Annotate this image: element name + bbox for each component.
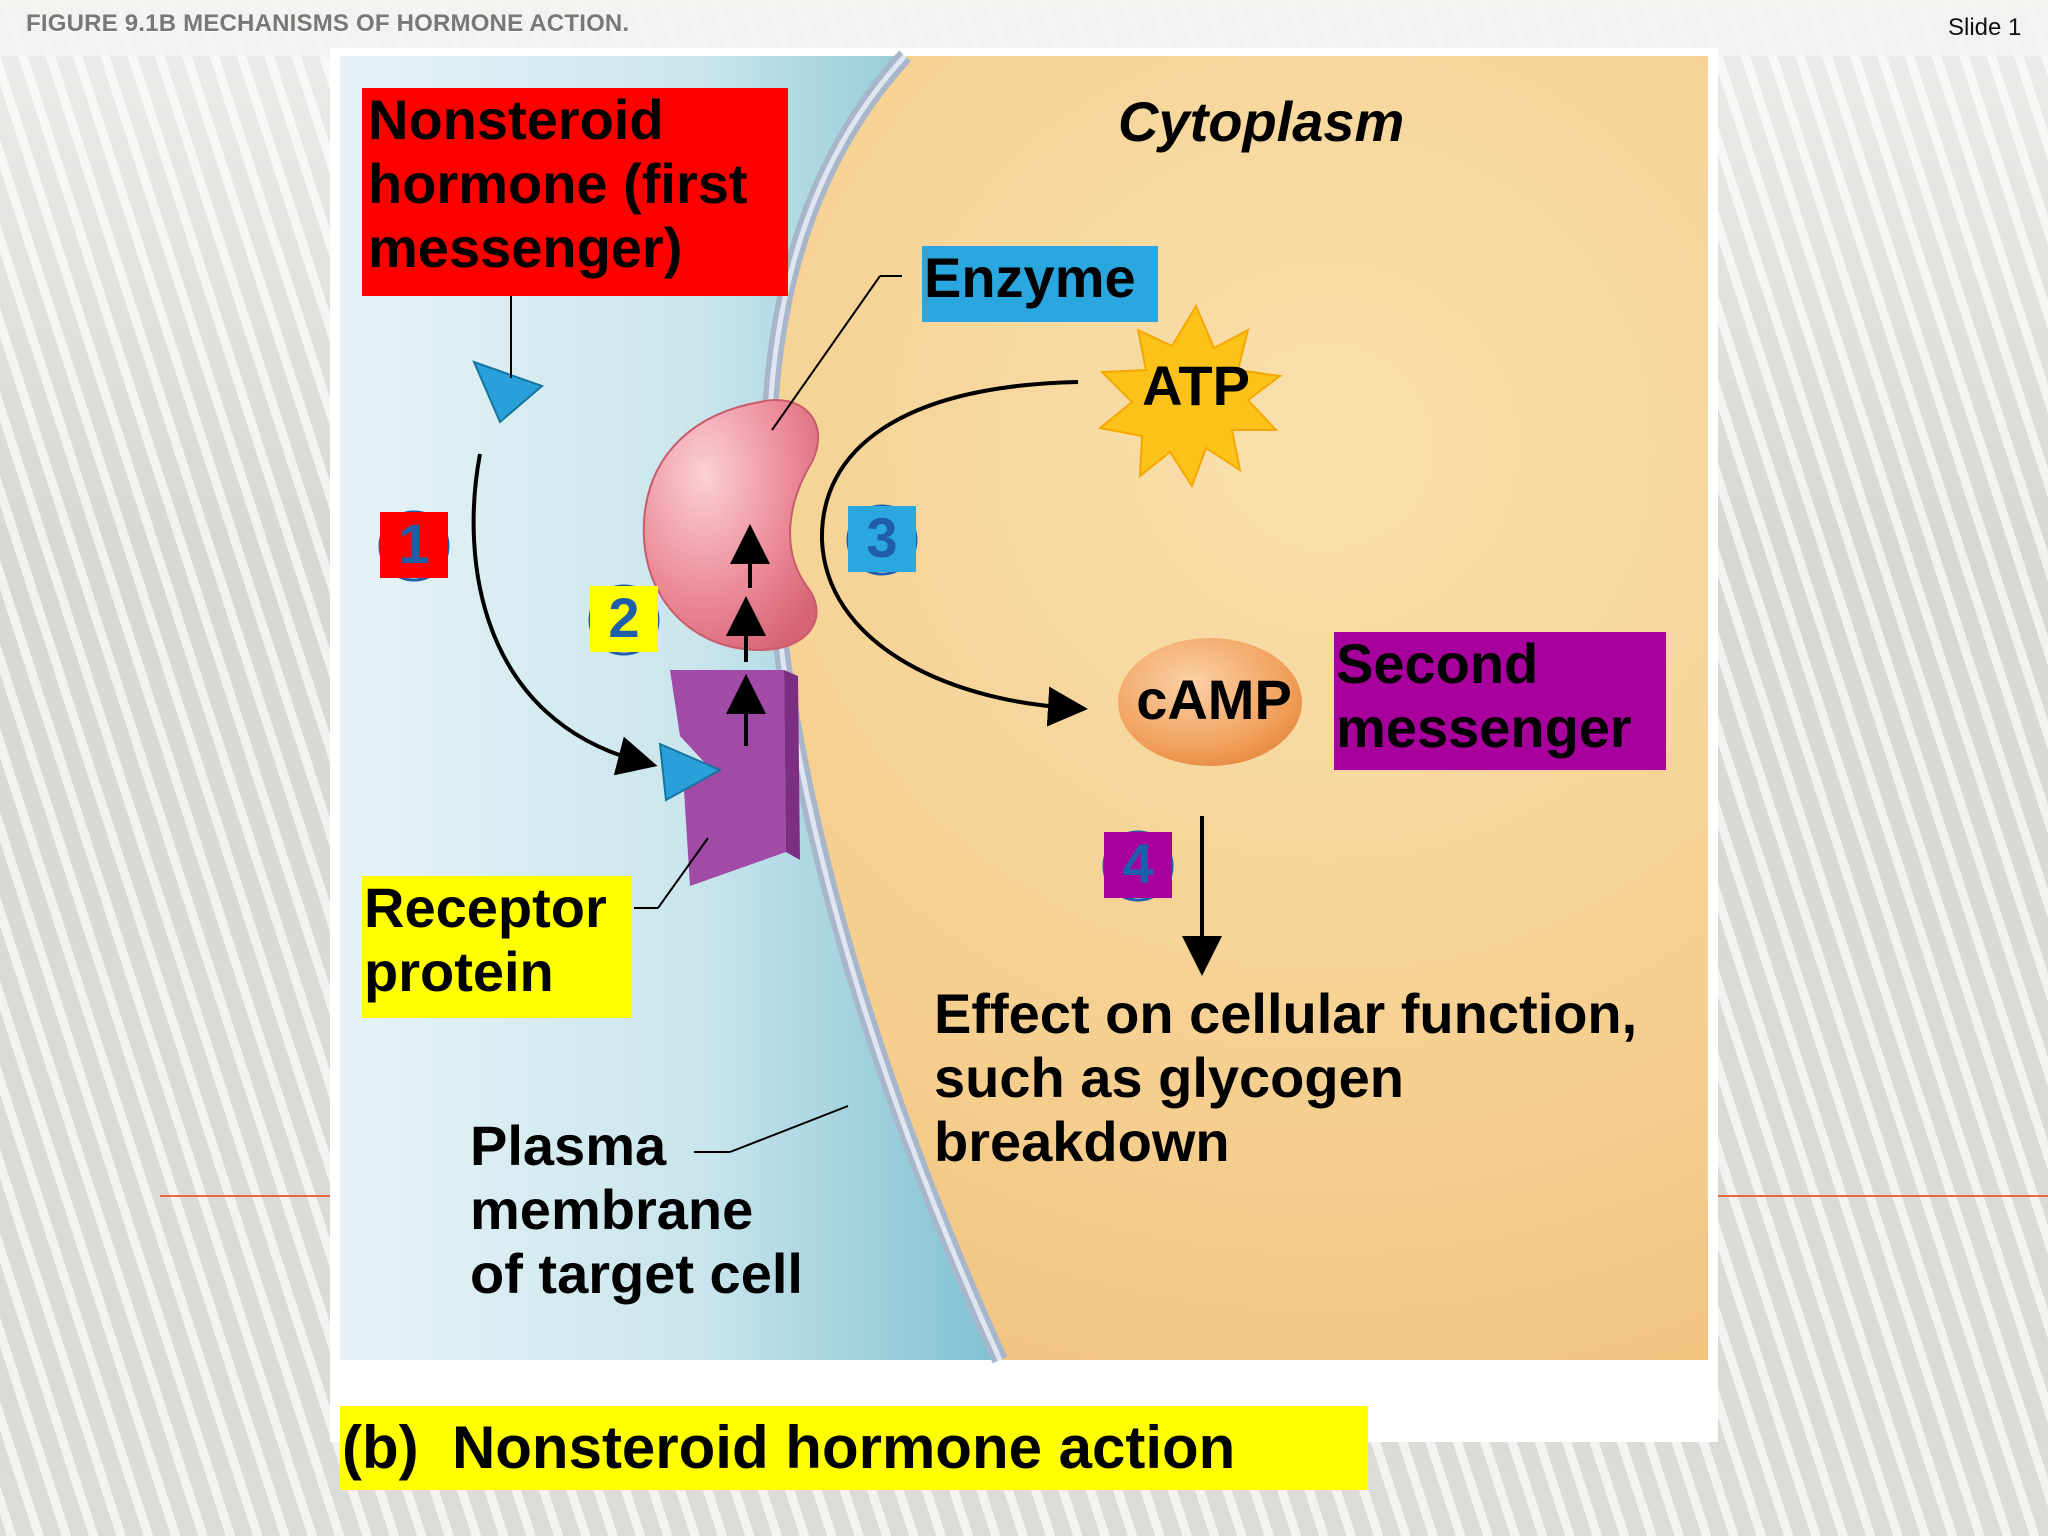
receptor-protein-label: Receptor protein — [362, 876, 632, 1018]
second-messenger-label: Second messenger — [1334, 632, 1666, 770]
slide-title: FIGURE 9.1B MECHANISMS OF HORMONE ACTION… — [26, 10, 630, 37]
step-3-marker: 3 — [848, 506, 916, 572]
plasma-membrane-label: Plasma membrane of target cell — [470, 1114, 803, 1305]
first-messenger-label: Nonsteroid hormone (first messenger) — [362, 88, 788, 296]
step-2-marker: 2 — [590, 586, 658, 652]
step-1-marker: 1 — [380, 512, 448, 578]
receptor-protein-shape — [670, 670, 800, 886]
atp-label: ATP — [1142, 354, 1250, 417]
camp-label: cAMP — [1136, 668, 1292, 731]
figure-caption: (b) Nonsteroid hormone action — [340, 1406, 1368, 1490]
cytoplasm-label: Cytoplasm — [1118, 90, 1405, 153]
enzyme-label: Enzyme — [922, 246, 1158, 322]
step-4-marker: 4 — [1104, 832, 1172, 898]
slide-number: Slide 1 — [1948, 14, 2022, 41]
effect-label: Effect on cellular function, such as gly… — [934, 982, 1638, 1173]
atp-burst-shape — [1097, 303, 1283, 489]
